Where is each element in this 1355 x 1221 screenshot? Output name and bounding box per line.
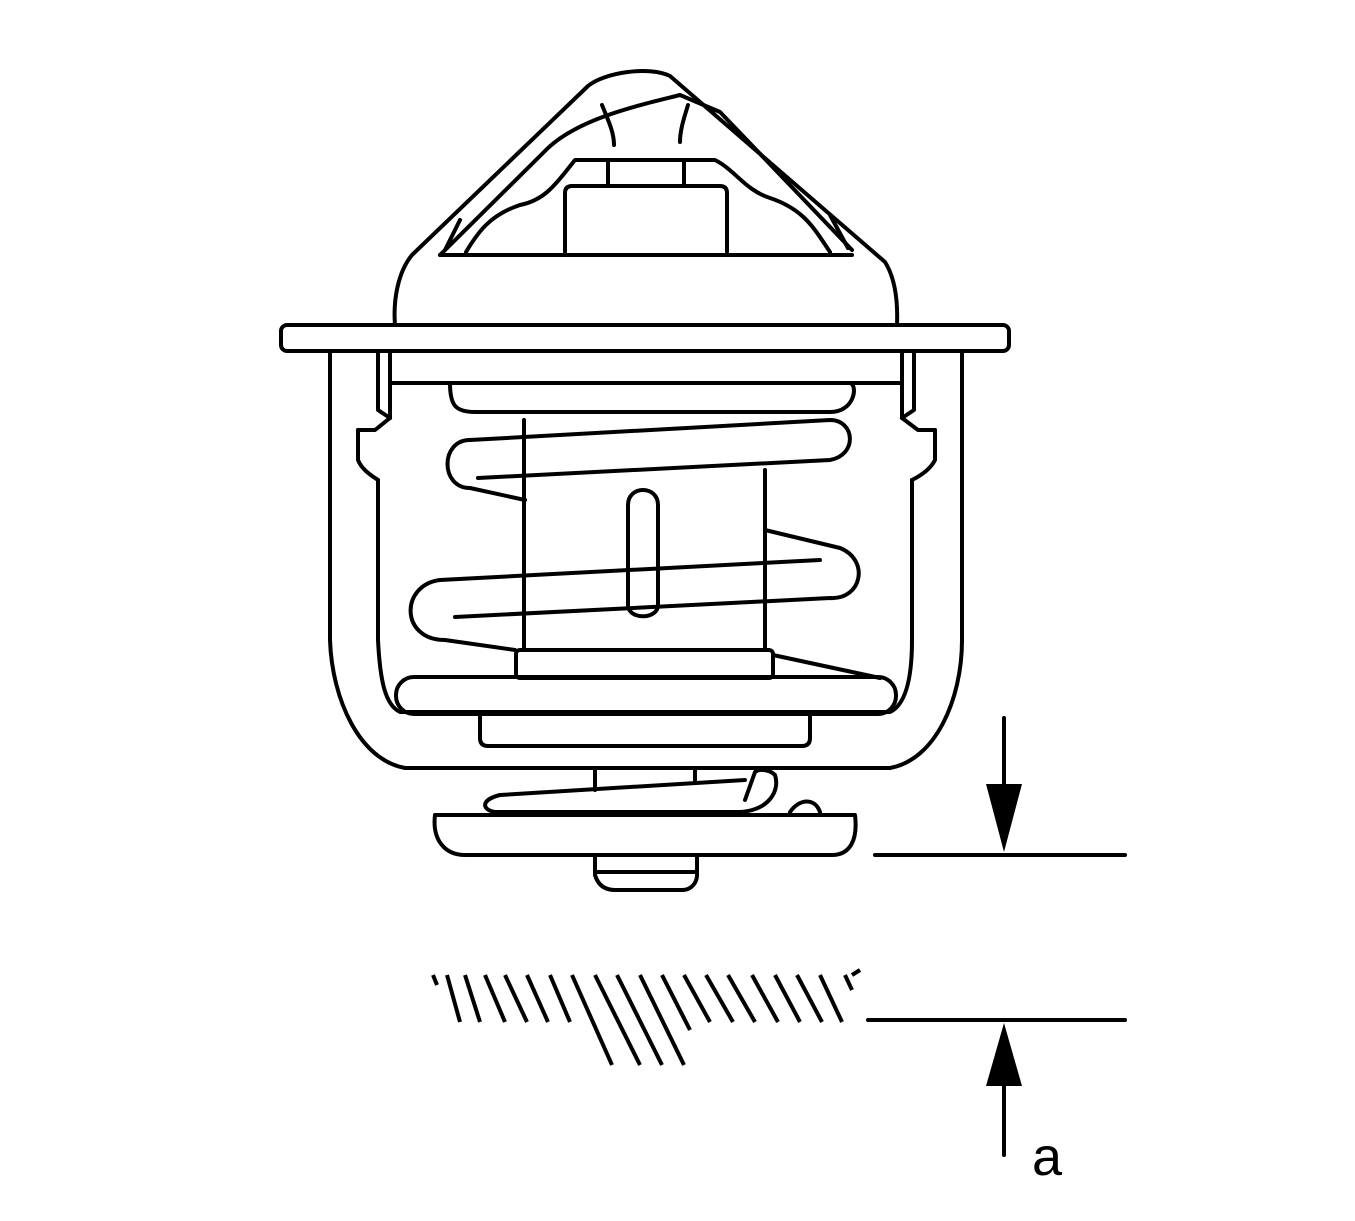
- flange: [279, 323, 1011, 353]
- main-spring: [394, 381, 898, 716]
- arrow-up-icon: [986, 1023, 1022, 1086]
- dimension-label: a: [1032, 1127, 1063, 1187]
- thermostat-dome: [392, 69, 900, 327]
- lower-valve: [432, 712, 858, 892]
- dimension-indicator: a: [866, 716, 1127, 1187]
- frame-cage: [328, 349, 964, 770]
- piston-cylinder: [514, 418, 775, 680]
- reference-surface-hatching: [431, 968, 862, 1066]
- arrow-down-icon: [986, 784, 1022, 852]
